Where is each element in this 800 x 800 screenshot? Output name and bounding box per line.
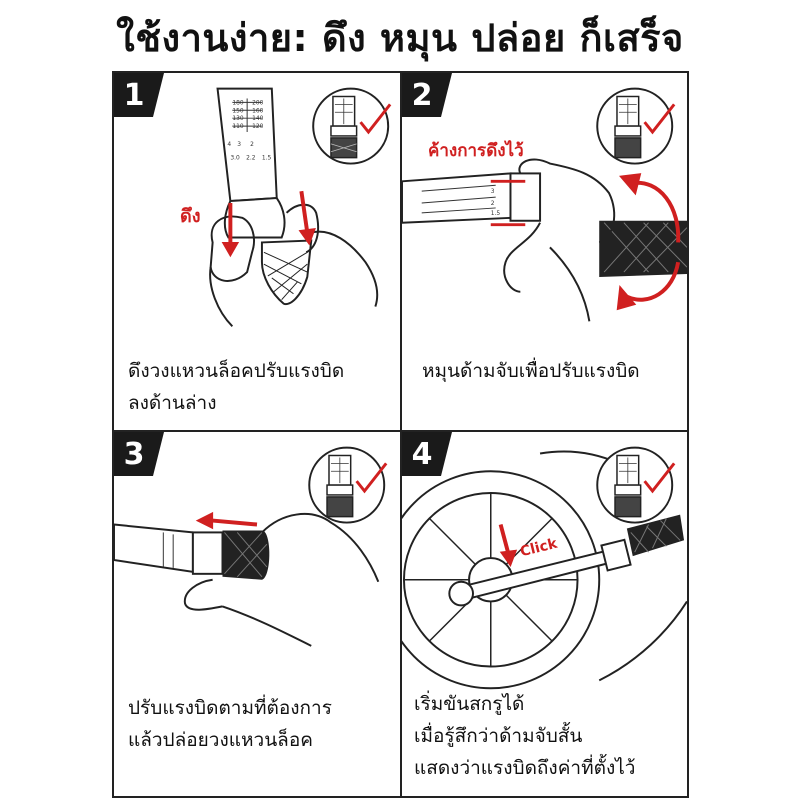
svg-text:110: 110	[232, 124, 244, 130]
pull-down-arrow-icon	[221, 190, 316, 258]
svg-text:3: 3	[491, 189, 495, 195]
step-panel-3: 3 ปรับแรงบิดตามที่ต้องการ แล้วปล่อยวงแหว…	[112, 430, 402, 798]
inset-lock-ring-icon	[308, 446, 386, 524]
step-3-illustration	[114, 446, 388, 647]
caption-line: ลงด้านล่าง	[128, 392, 217, 414]
check-mark-icon	[643, 103, 676, 135]
pull-annotation: ดึง	[180, 206, 201, 227]
step-3-caption: ปรับแรงบิดตามที่ต้องการ แล้วปล่อยวงแหวนล…	[128, 692, 390, 756]
page-title: ใช้งานง่าย: ดึง หมุน ปล่อย ก็เสร็จ	[116, 16, 684, 60]
check-mark-icon	[359, 103, 392, 135]
click-arrow-icon	[498, 524, 518, 567]
rotate-arrow-icon	[616, 173, 681, 311]
svg-text:130: 130	[232, 116, 244, 122]
svg-text:3: 3	[237, 142, 241, 148]
inset-lock-ring-icon	[596, 87, 674, 165]
inset-lock-ring-icon	[596, 446, 674, 524]
svg-text:1.5: 1.5	[262, 156, 272, 162]
svg-text:180: 180	[232, 100, 244, 106]
hand-outline	[209, 203, 379, 327]
svg-text:160: 160	[252, 108, 264, 114]
caption-line: เมื่อรู้สึกว่าด้ามจับสั้น	[414, 725, 583, 747]
wrench-handle-scale-icon: 321.5	[402, 172, 687, 277]
svg-text:2: 2	[250, 142, 254, 148]
step-4-illustration	[402, 446, 687, 690]
svg-text:120: 120	[252, 124, 264, 130]
caption-line: ปรับแรงบิดตามที่ต้องการ	[128, 697, 332, 719]
hand-outline	[184, 512, 380, 647]
caption-line: ดึงวงแหวนล็อคปรับแรงบิด	[128, 360, 345, 382]
caption-line: แล้วปล่อยวงแหวนล็อค	[128, 729, 313, 751]
caption-line: หมุนด้ามจับเพื่อปรับแรงบิด	[422, 360, 640, 382]
step-4-caption: เริ่มขันสกรูได้ เมื่อรู้สึกว่าด้ามจับสั้…	[414, 688, 677, 784]
step-2-illustration: 321.5	[402, 87, 687, 322]
torque-wrench-icon	[448, 514, 685, 607]
hand-outline	[503, 158, 616, 322]
inset-lock-ring-icon	[312, 87, 390, 165]
check-mark-icon	[355, 462, 388, 494]
svg-text:2: 2	[491, 201, 495, 207]
step-2-caption: หมุนด้ามจับเพื่อปรับแรงบิด	[422, 355, 677, 387]
hold-annotation: ค้างการดึงไว้	[428, 141, 524, 161]
svg-text:1.5: 1.5	[491, 211, 501, 217]
svg-text:150: 150	[232, 108, 244, 114]
caption-line: เริ่มขันสกรูได้	[414, 693, 525, 715]
hold-arrows-icon	[490, 179, 526, 227]
wrench-handle-scale-icon	[114, 523, 270, 580]
release-arrow-icon	[195, 511, 258, 530]
check-mark-icon	[643, 462, 676, 494]
svg-text:2.2: 2.2	[246, 156, 256, 162]
svg-text:200: 200	[252, 100, 264, 106]
caption-line: แสดงว่าแรงบิดถึงค่าที่ตั้งไว้	[414, 757, 636, 779]
step-panel-4: 4 Click เริ่มขันสกรูได้ เมื่อรู้สึกว่าด้…	[400, 430, 689, 798]
step-1-caption: ดึงวงแหวนล็อคปรับแรงบิด ลงด้านล่าง	[128, 355, 390, 419]
svg-text:140: 140	[252, 116, 264, 122]
svg-text:3.0: 3.0	[230, 156, 240, 162]
svg-text:4: 4	[227, 142, 231, 148]
